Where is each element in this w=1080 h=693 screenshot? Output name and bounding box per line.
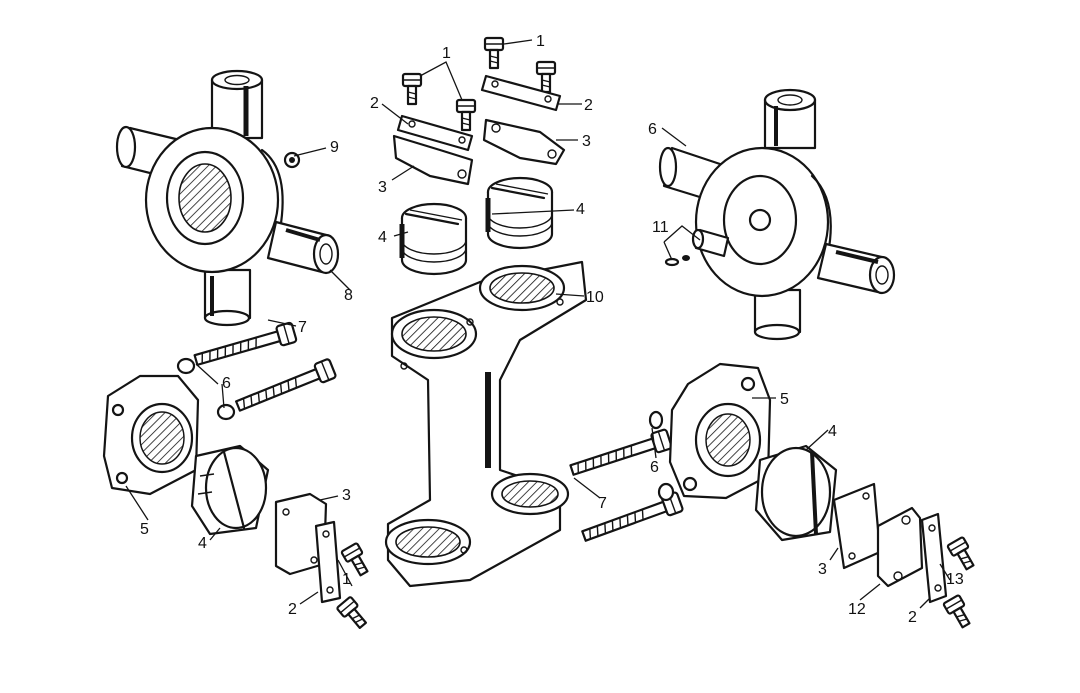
callout-5-right: 5 bbox=[780, 391, 789, 408]
callout-3-b: 3 bbox=[582, 133, 591, 150]
bearing-housing-left-5 bbox=[102, 374, 200, 496]
callout-7-right: 7 bbox=[598, 495, 607, 512]
callout-5-left: 5 bbox=[140, 521, 149, 538]
grease-nipple-11 bbox=[664, 228, 730, 267]
top-straps bbox=[396, 74, 562, 152]
callout-3-low: 3 bbox=[342, 487, 351, 504]
callout-4-b: 4 bbox=[576, 201, 585, 218]
universal-joint-cross-left bbox=[115, 69, 340, 327]
callout-7-left: 7 bbox=[298, 319, 307, 336]
callout-11: 11 bbox=[652, 219, 669, 236]
callout-4-right: 4 bbox=[828, 423, 837, 440]
callout-2-right: 2 bbox=[908, 609, 917, 626]
callout-1-top: 1 bbox=[536, 33, 545, 50]
strap-left-2 bbox=[314, 520, 342, 604]
callout-4-a: 4 bbox=[378, 229, 387, 246]
plate-right-12 bbox=[876, 506, 924, 588]
top-lock-plates bbox=[392, 118, 566, 186]
callout-6-left: 6 bbox=[222, 375, 231, 392]
nuts-right bbox=[648, 410, 675, 502]
callout-6-low: 6 bbox=[650, 459, 659, 476]
callout-13: 13 bbox=[946, 571, 964, 588]
nuts-left bbox=[176, 357, 236, 421]
top-bolts bbox=[401, 36, 557, 132]
center-yoke-10 bbox=[384, 260, 588, 588]
callout-1-a: 1 bbox=[442, 45, 451, 62]
callout-2-b: 2 bbox=[584, 97, 593, 114]
top-bearing-cups bbox=[402, 178, 552, 274]
universal-joint-cross-right bbox=[658, 88, 896, 341]
strap-right-2 bbox=[920, 512, 948, 604]
bearing-cup-right-4 bbox=[754, 444, 838, 542]
callout-10: 10 bbox=[586, 289, 604, 306]
callout-labels: 1 1 2 2 3 3 4 4 9 8 6 11 10 7 6 5 4 3 1 … bbox=[140, 33, 964, 626]
callout-3-right: 3 bbox=[818, 561, 827, 578]
lock-plate-right-3 bbox=[832, 482, 882, 570]
callout-12: 12 bbox=[848, 601, 866, 618]
bearing-cup-left-4 bbox=[190, 444, 270, 536]
callout-2-a: 2 bbox=[370, 95, 379, 112]
long-bolts-left bbox=[192, 321, 338, 417]
callout-3-a: 3 bbox=[378, 179, 387, 196]
callout-4-left: 4 bbox=[198, 535, 207, 552]
callout-1-low: 1 bbox=[342, 571, 351, 588]
bearing-housing-right-5 bbox=[668, 362, 772, 500]
callout-6-right: 6 bbox=[648, 121, 657, 138]
callout-2-low: 2 bbox=[288, 601, 297, 618]
callout-8: 8 bbox=[344, 287, 353, 304]
leader-lines bbox=[125, 39, 951, 609]
callout-9: 9 bbox=[330, 139, 339, 156]
